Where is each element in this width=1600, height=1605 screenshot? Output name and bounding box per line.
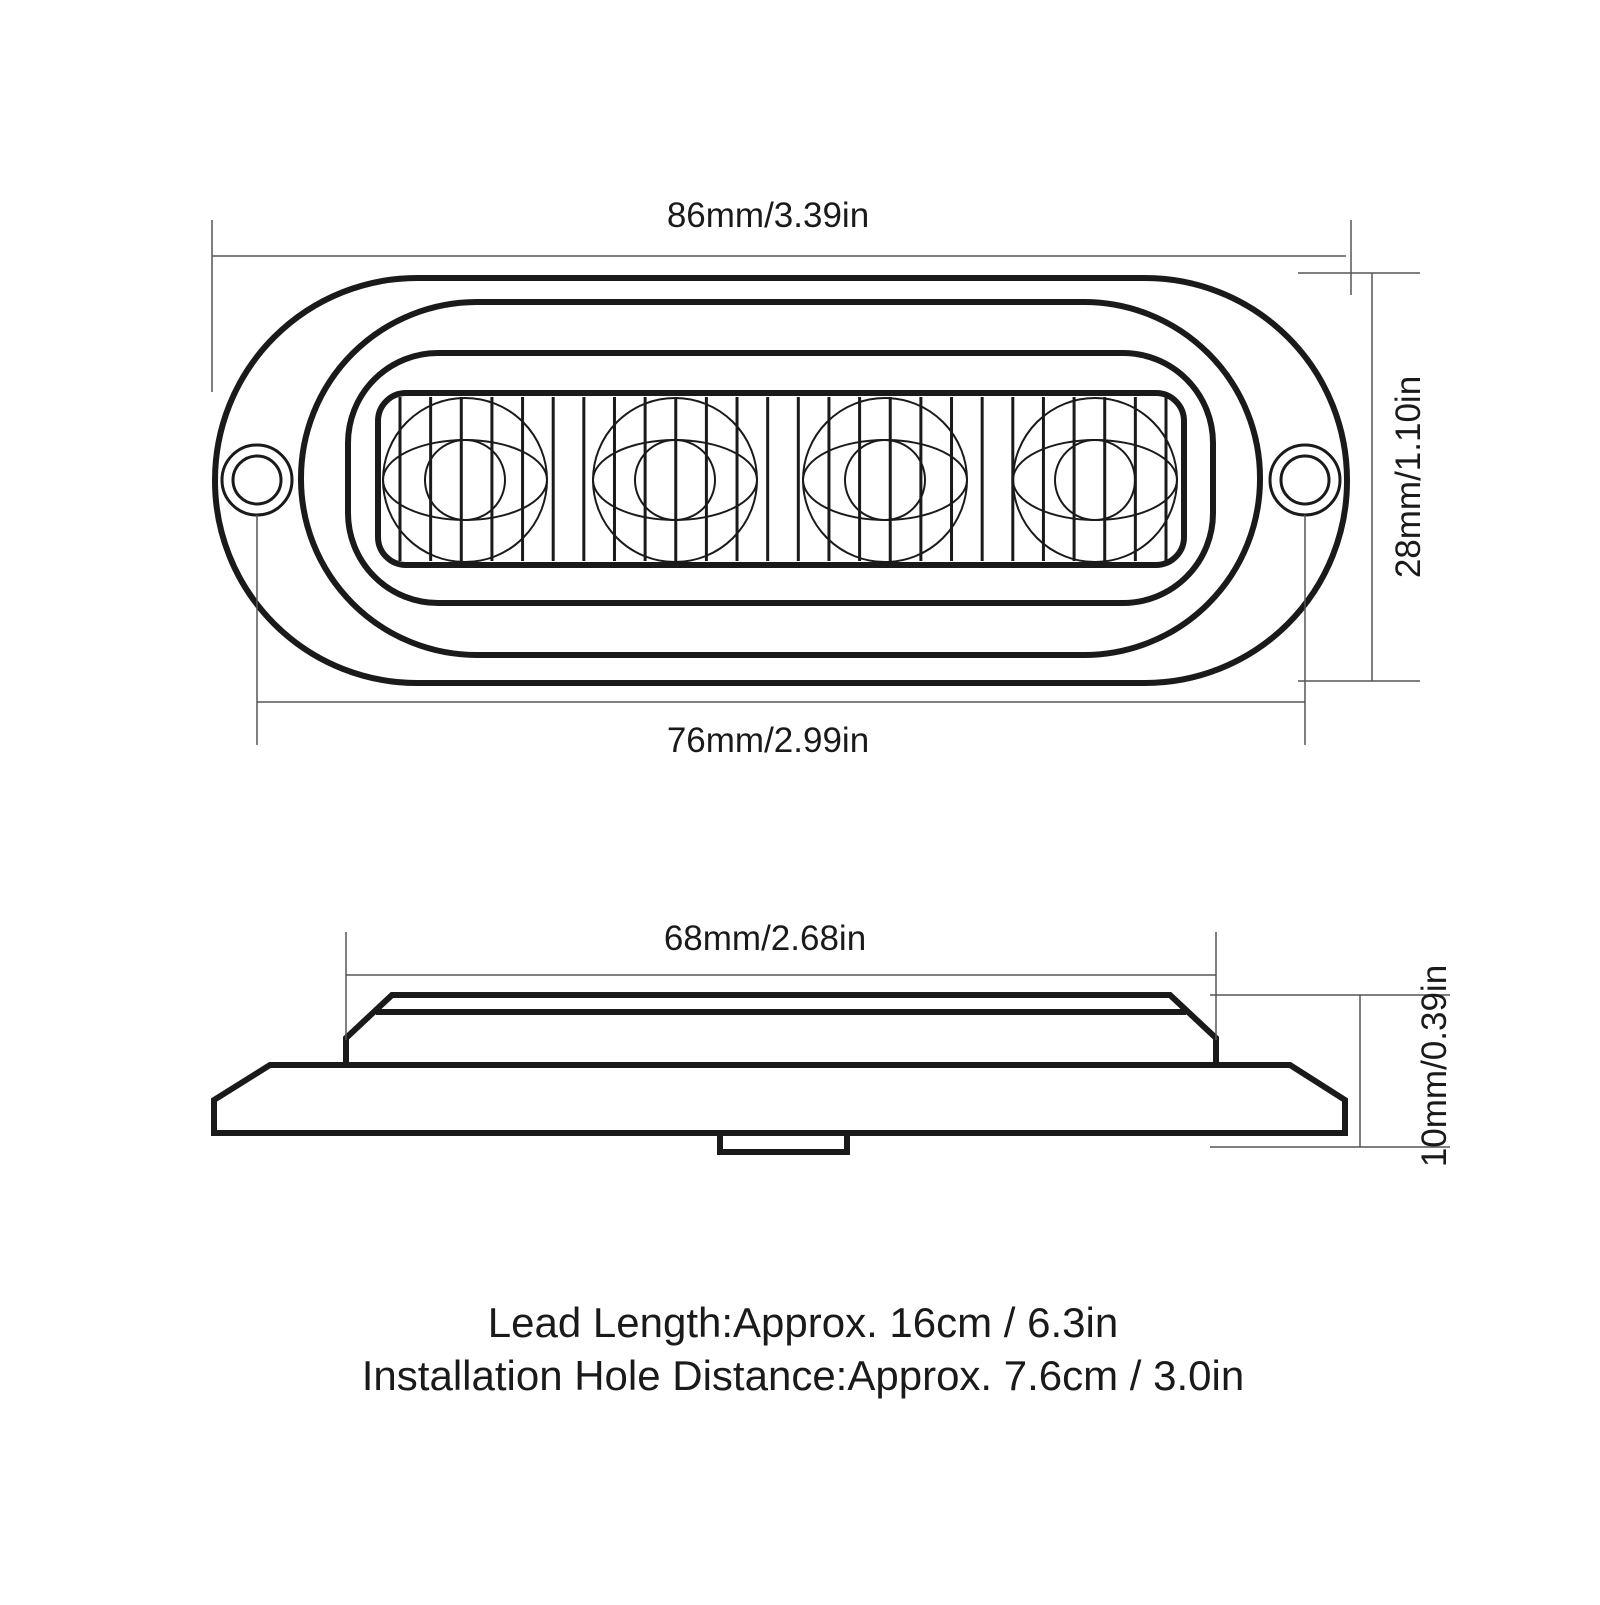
hole-spacing-dimension xyxy=(256,515,1306,745)
thickness-label: 10mm/0.39in xyxy=(1415,965,1454,1167)
side-base-flange xyxy=(211,1062,1348,1136)
lead-length-note: Lead Length:Approx. 16cm / 6.3in xyxy=(488,1299,1118,1346)
top-width-label: 68mm/2.68in xyxy=(664,919,866,958)
mounting-hole-left xyxy=(220,443,294,517)
hole-spacing-label: 76mm/2.99in xyxy=(667,721,869,760)
side-top-housing xyxy=(343,992,1219,1068)
hole-distance-note: Installation Hole Distance:Approx. 7.6cm… xyxy=(362,1352,1244,1399)
top-width-dimension xyxy=(345,932,1217,1040)
led-3 xyxy=(802,397,968,563)
housing-outer xyxy=(212,275,1350,686)
side-cable-boss xyxy=(717,1130,850,1155)
thickness-dimension xyxy=(1210,994,1450,1148)
lens-frame xyxy=(345,350,1216,606)
height-label: 28mm/1.10in xyxy=(1389,376,1428,578)
lens-grille xyxy=(398,397,1168,561)
mounting-hole-right xyxy=(1268,443,1342,517)
led-group xyxy=(382,397,1178,563)
overall-width-dimension xyxy=(211,220,1352,392)
lens-window xyxy=(375,390,1187,568)
height-dimension xyxy=(1298,272,1420,682)
housing-ring xyxy=(298,299,1263,658)
overall-width-label: 86mm/3.39in xyxy=(667,196,869,235)
front-view: 86mm/3.39in 28mm/1.10in 76mm/2.99in xyxy=(211,196,1428,760)
side-view: 68mm/2.68in 10mm/0.39in xyxy=(211,919,1454,1167)
led-4 xyxy=(1012,397,1178,563)
led-1 xyxy=(382,397,548,563)
